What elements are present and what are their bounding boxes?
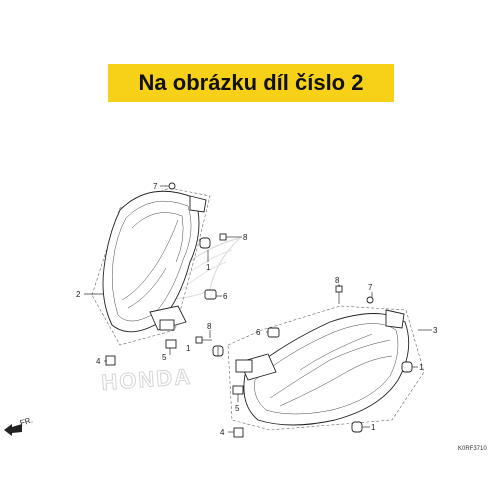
- callout-2: 2: [76, 290, 81, 299]
- grommet-1-right-low: [351, 421, 363, 433]
- grommet-1-left-top: [199, 237, 211, 249]
- right-headlight-housing: [243, 313, 410, 426]
- diagram-code: K0RF3710: [458, 446, 487, 452]
- callout-3: 3: [433, 326, 438, 335]
- callout-8-left-low: 8: [207, 322, 212, 331]
- banner-text: Na obrázku díl číslo 2: [138, 70, 364, 95]
- clip-5-right: [232, 385, 244, 395]
- fasteners: [105, 182, 413, 438]
- front-direction-indicator: FR.: [4, 415, 34, 436]
- grommet-1-right-top: [401, 361, 413, 373]
- clip-4-left: [105, 355, 116, 366]
- bolt-8-right: [335, 285, 343, 304]
- callout-6-left: 6: [223, 292, 228, 301]
- callout-1-left-top: 1: [206, 263, 211, 272]
- bolt-8-left-low: [195, 336, 212, 344]
- callout-4-left: 4: [96, 357, 101, 366]
- clip-5-left: [165, 339, 177, 349]
- callout-1-right-low: 1: [371, 423, 376, 432]
- left-headlight-assembly: [91, 187, 211, 346]
- callout-labels: 7 8 2 1 6 8 1 4 5 5 8 7 3 6 1 4 1: [76, 182, 438, 437]
- screw-7-left: [165, 182, 176, 190]
- watermark-text: HONDA: [101, 364, 193, 395]
- callout-8-left-top: 8: [243, 233, 248, 242]
- clip-4-right: [233, 427, 244, 438]
- callout-5-right: 5: [235, 404, 240, 413]
- callout-7-left: 7: [153, 182, 158, 191]
- left-headlight-housing: [102, 190, 200, 333]
- arrow-left-icon: [4, 424, 22, 436]
- leader-lines: [84, 185, 432, 433]
- callout-1-right-top: 1: [419, 363, 424, 372]
- direction-label: FR.: [19, 415, 34, 428]
- part-number-banner: Na obrázku díl číslo 2: [108, 64, 394, 102]
- callout-4-right: 4: [220, 428, 225, 437]
- bolt-8-left-top: [219, 233, 238, 241]
- callout-5-left: 5: [162, 353, 167, 362]
- nut-6-left: [204, 289, 217, 300]
- right-headlight-assembly: [227, 305, 425, 431]
- screw-7-right: [366, 296, 374, 304]
- callout-8-right: 8: [335, 276, 340, 285]
- callout-7-right: 7: [368, 283, 373, 292]
- callout-6-right: 6: [256, 328, 261, 337]
- nut-6-right: [267, 327, 280, 338]
- callout-1-left-low: 1: [186, 344, 191, 353]
